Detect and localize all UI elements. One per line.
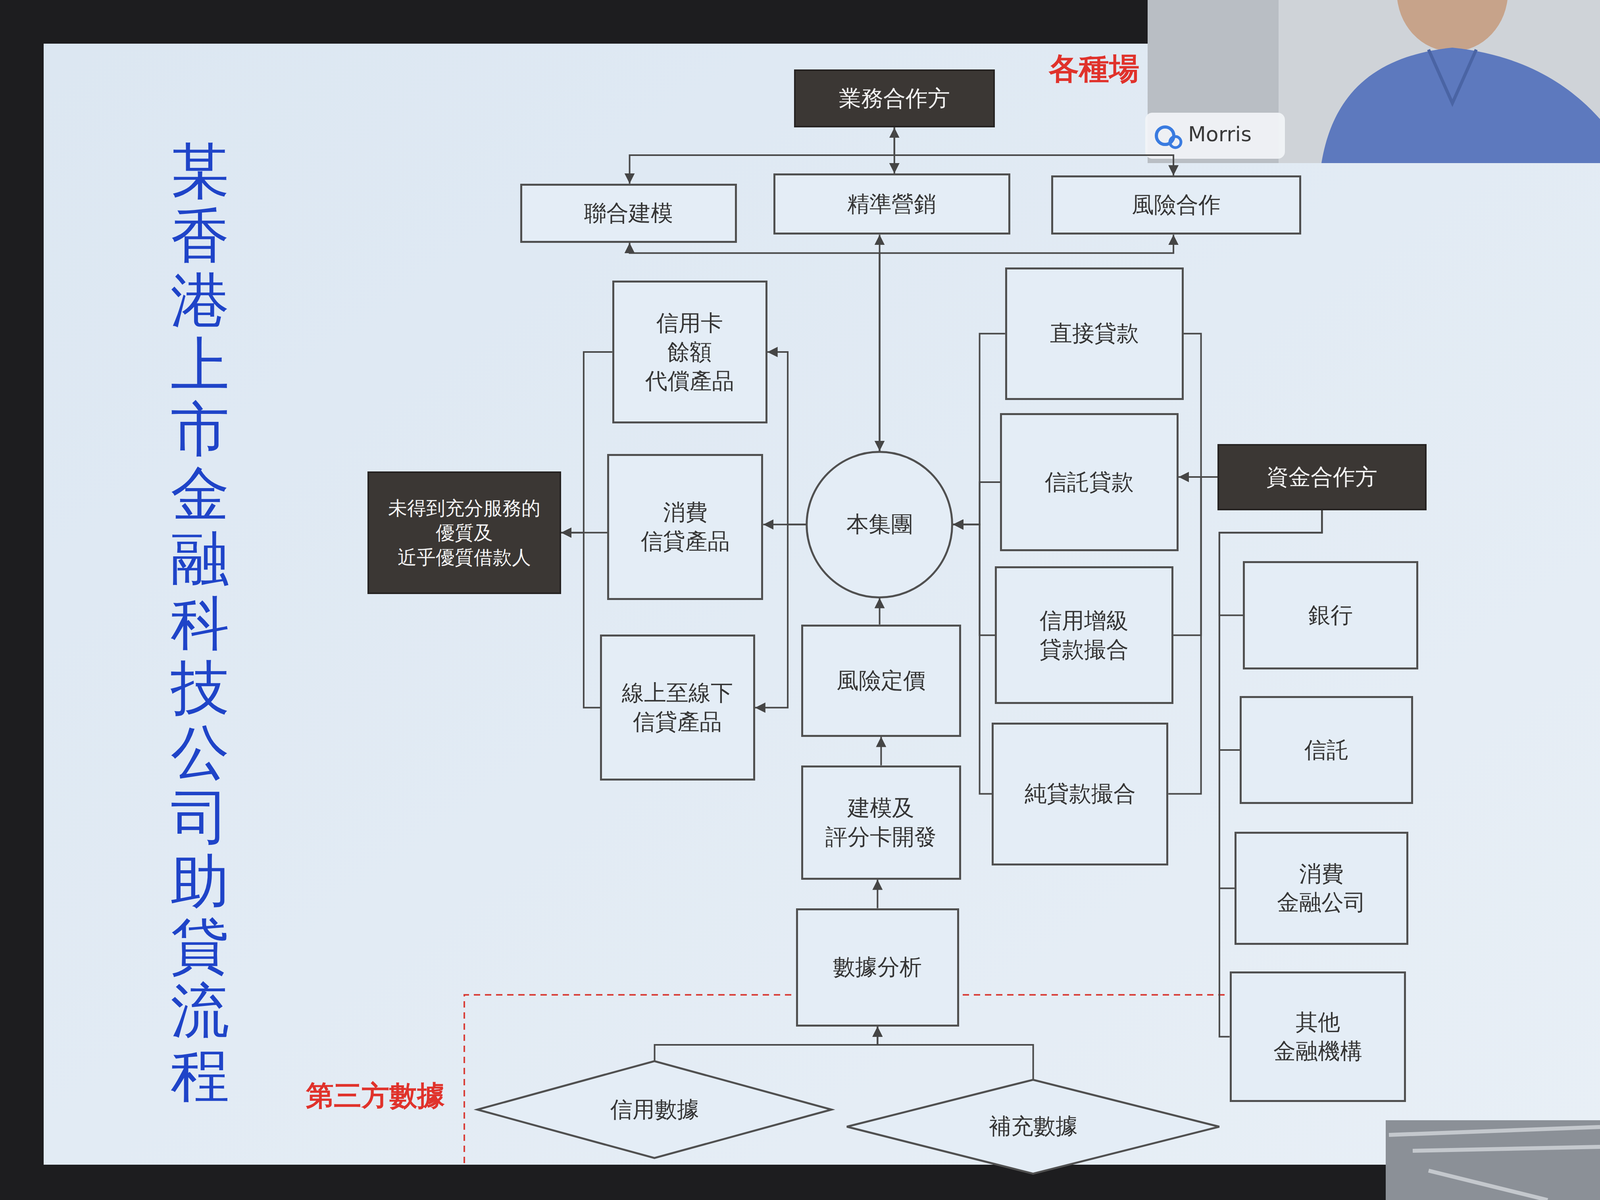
video-name-tag: Morris — [1188, 122, 1252, 147]
node-text: 業務合作方 — [838, 84, 950, 114]
shirt-collar — [1428, 49, 1477, 104]
node-text: 純貸款撮合 — [1024, 779, 1136, 809]
node-text: 消費 金融公司 — [1276, 859, 1366, 918]
party-box: 未得到充分服務的 優質及 近乎優質借款人 — [367, 471, 562, 595]
process-box: 信用增級 貸款撮合 — [994, 566, 1174, 704]
process-box: 消費 金融公司 — [1234, 831, 1408, 945]
party-box: 資金合作方 — [1217, 444, 1427, 511]
node-text: 資金合作方 — [1266, 462, 1378, 492]
node-text: 消費 信貸產品 — [640, 498, 730, 556]
connector-line — [953, 333, 1006, 525]
node-text: 精準營銷 — [847, 189, 937, 219]
connector-line — [953, 524, 995, 636]
shape-outline — [846, 1079, 1220, 1174]
connector-line — [654, 1026, 878, 1062]
process-box: 數據分析 — [796, 908, 960, 1027]
process-box: 信託貸款 — [1000, 413, 1179, 551]
node-text: 銀行 — [1308, 600, 1353, 630]
video-thumbnail — [1385, 1120, 1600, 1200]
connector-line — [561, 532, 600, 708]
name-tag-icon-dot — [1169, 136, 1181, 148]
process-box: 線上至線下 信貸產品 — [600, 634, 756, 781]
node-text: 未得到充分服務的 優質及 近乎優質借款人 — [388, 495, 541, 570]
node-text: 建模及 評分卡開發 — [825, 793, 937, 852]
section-label: 各種場 — [1048, 48, 1140, 90]
connector-line — [561, 351, 613, 533]
slide-ground — [43, 43, 1600, 1165]
node-text: 信用卡 餘額 代償產品 — [645, 308, 735, 396]
video-overlay — [1145, 0, 1600, 164]
connector-line — [1183, 333, 1218, 477]
node-text: 信用數據 — [610, 1095, 700, 1125]
node-text: 本集團 — [846, 509, 914, 539]
person-head — [1396, 0, 1508, 52]
video-ground — [1147, 0, 1600, 164]
thumbnail-ground — [1385, 1120, 1600, 1200]
node-text: 直接貸款 — [1050, 319, 1139, 349]
node-text: 數據分析 — [832, 952, 922, 982]
node-text: 風險定價 — [836, 666, 926, 696]
shape-outline — [477, 1061, 832, 1158]
annotation-label: 第三方數據 — [305, 1077, 445, 1115]
process-box: 純貸款撮合 — [991, 722, 1169, 866]
node-text: 補充數據 — [988, 1111, 1078, 1141]
process-box: 其他 金融機構 — [1229, 971, 1407, 1102]
node-text: 其他 金融機構 — [1273, 1007, 1363, 1066]
node-text: 信用增級 貸款撮合 — [1039, 606, 1129, 665]
process-box: 精準營銷 — [773, 173, 1011, 235]
connector-line — [880, 736, 882, 766]
data-diamond: 補充數據 — [846, 1079, 1220, 1174]
process-box: 風險合作 — [1051, 175, 1302, 235]
process-box: 建模及 評分卡開發 — [801, 765, 962, 880]
connector-line — [876, 879, 879, 909]
node-text: 信託 — [1304, 735, 1349, 765]
connector-line — [767, 351, 807, 525]
data-diamond: 信用數據 — [477, 1061, 832, 1158]
process-box: 直接貸款 — [1005, 267, 1184, 400]
connector-line — [878, 598, 881, 625]
shape-outline — [806, 451, 953, 598]
process-box: 銀行 — [1242, 561, 1419, 670]
thumbnail-lines — [1388, 1126, 1600, 1200]
party-box: 業務合作方 — [794, 69, 996, 128]
vertical-title: 某香港上市金融科技公司助貸流程 — [170, 138, 230, 1108]
node-text: 線上至線下 信貸產品 — [621, 678, 733, 737]
connector-line — [1173, 476, 1218, 636]
process-box: 聯合建模 — [520, 183, 737, 243]
connector-line — [953, 482, 1000, 525]
node-text: 信託貸款 — [1044, 467, 1134, 497]
name-tag-ground — [1145, 112, 1285, 159]
group-circle: 本集團 — [805, 451, 953, 599]
connector-line — [877, 1026, 1033, 1080]
connector-line — [894, 127, 1174, 176]
node-text: 風險合作 — [1131, 190, 1221, 220]
process-box: 信託 — [1239, 696, 1414, 805]
process-box: 信用卡 餘額 代償產品 — [612, 280, 768, 424]
process-box: 消費 信貸產品 — [607, 453, 764, 600]
process-box: 風險定價 — [801, 624, 962, 737]
node-text: 聯合建模 — [584, 198, 674, 228]
person-shirt — [1321, 47, 1600, 164]
